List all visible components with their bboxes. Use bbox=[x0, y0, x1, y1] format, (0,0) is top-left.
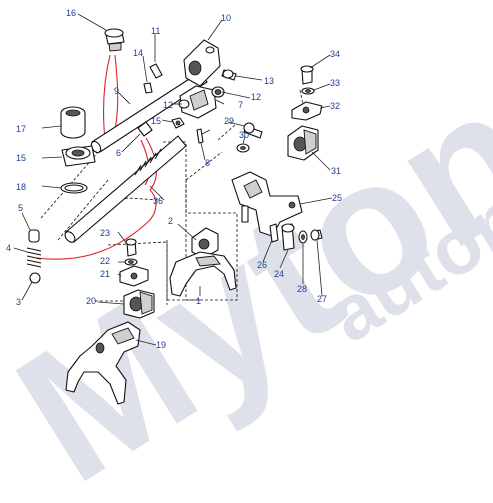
part-25-bolt bbox=[281, 223, 295, 251]
part-5-plunger bbox=[28, 229, 40, 243]
callout-26: 25 bbox=[332, 193, 342, 203]
callout-20: 19 bbox=[156, 340, 166, 350]
callout-8: 8 bbox=[205, 158, 210, 168]
part-31-washer bbox=[236, 143, 250, 153]
callout-31: 30 bbox=[239, 130, 249, 140]
callout-32: 31 bbox=[331, 166, 341, 176]
part-20-shift-fork bbox=[65, 321, 141, 405]
part-1-shift-fork bbox=[169, 251, 237, 297]
callout-17: 16 bbox=[66, 8, 76, 18]
part-34-washer bbox=[301, 87, 315, 95]
callout-12-upper: 12 bbox=[251, 92, 261, 102]
part-6-roll-pin bbox=[137, 121, 153, 137]
callout-27: 26 bbox=[257, 260, 267, 270]
callout-11: 11 bbox=[151, 26, 160, 36]
callout-7: 7 bbox=[238, 100, 243, 110]
part-14-nut bbox=[171, 117, 185, 129]
part-7-selector-arm bbox=[179, 85, 217, 119]
part-33-plate bbox=[291, 101, 323, 121]
part-21-bush bbox=[123, 289, 155, 319]
part-35-bolt bbox=[300, 65, 314, 85]
part-26-bracket bbox=[231, 171, 303, 237]
part-22-plate bbox=[119, 265, 149, 287]
callout-21: 20 bbox=[86, 296, 96, 306]
callout-36: 36 bbox=[153, 196, 163, 206]
part-4-spring bbox=[26, 247, 42, 268]
part-10-selector-block bbox=[183, 39, 221, 87]
callout-23: 22 bbox=[100, 256, 110, 266]
callout-35: 34 bbox=[330, 49, 340, 59]
part-28-bolt bbox=[310, 229, 323, 241]
part-24-bolt bbox=[125, 238, 137, 257]
callout-18: 17 bbox=[16, 124, 26, 134]
callout-25: 24 bbox=[274, 269, 284, 279]
callout-5: 5 bbox=[18, 203, 23, 213]
callout-6: 6 bbox=[116, 148, 121, 158]
callout-34: 33 bbox=[330, 78, 340, 88]
callout-10: 10 bbox=[221, 13, 231, 23]
callout-9: 9 bbox=[114, 86, 119, 96]
callout-2: 2 bbox=[168, 216, 173, 226]
callout-24: 23 bbox=[100, 228, 110, 238]
leader-lines bbox=[13, 13, 333, 346]
callout-14: 15 bbox=[151, 116, 161, 126]
callout-33: 32 bbox=[330, 101, 340, 111]
callout-1: 1 bbox=[196, 296, 201, 306]
callout-19: 18 bbox=[16, 182, 26, 192]
part-27-pin bbox=[269, 223, 279, 243]
part-8-pin bbox=[196, 128, 204, 144]
callout-29: 28 bbox=[297, 284, 307, 294]
callout-28: 27 bbox=[317, 294, 327, 304]
watermark: Myton automo bbox=[0, 46, 493, 503]
part-18-bush bbox=[60, 106, 86, 139]
callout-3: 3 bbox=[16, 297, 21, 307]
part-13-bolt bbox=[221, 69, 237, 81]
part-12-o-ring-upper bbox=[211, 86, 225, 98]
callout-16: 15 bbox=[16, 153, 26, 163]
part-15-pin bbox=[143, 82, 153, 94]
part-19-snap-ring bbox=[60, 182, 88, 194]
callout-30: 29 bbox=[224, 116, 234, 126]
part-11-pin bbox=[149, 63, 163, 79]
part-23-washer bbox=[124, 258, 138, 266]
part-2-fork-boss bbox=[191, 227, 219, 259]
callout-labels: 16 11 10 14 13 34 9 12 33 12 7 32 17 15 … bbox=[6, 8, 342, 350]
part-3-ball bbox=[29, 272, 41, 284]
part-17-breather-bolt bbox=[104, 28, 125, 52]
callout-4: 4 bbox=[6, 243, 11, 253]
rod-spring bbox=[134, 148, 162, 176]
part-30-bolt bbox=[243, 122, 263, 139]
part-32-bush bbox=[287, 125, 319, 161]
callout-13: 13 bbox=[264, 76, 274, 86]
callout-22: 21 bbox=[100, 269, 110, 279]
callout-12-lower: 12 bbox=[163, 100, 173, 110]
shift-rod-lower bbox=[64, 135, 187, 243]
part-29-washer bbox=[298, 230, 308, 244]
part-16-clamp bbox=[61, 145, 96, 167]
callout-15: 14 bbox=[133, 48, 143, 58]
